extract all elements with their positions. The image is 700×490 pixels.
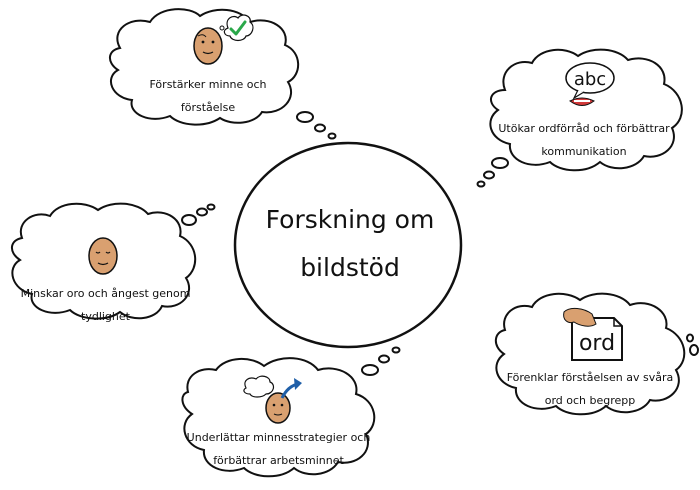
- center-title-line1: Forskning om: [265, 205, 435, 234]
- strategies-label-line2: förbättrar arbetsminnet: [213, 454, 344, 467]
- face-thought-arrow-icon: [243, 375, 302, 424]
- words-label-line2: ord och begrepp: [544, 394, 636, 407]
- cloud-vocab: [476, 48, 683, 188]
- center-title-line2: bildstöd: [300, 253, 400, 282]
- anxiety-label-line1: Minskar oro och ångest genom: [20, 287, 191, 300]
- vocab-label: Utökar ordförråd och förbättrar kommunik…: [494, 117, 674, 163]
- memory-label: Förstärker minne och förståelse: [128, 73, 288, 119]
- words-label-line1: Förenklar förståelsen av svåra: [506, 371, 674, 384]
- abc-text: abc: [574, 69, 606, 90]
- face-thought-check-icon: [193, 14, 254, 65]
- vocab-label-line2: kommunikation: [541, 145, 627, 158]
- anxiety-label-line2: tydlighet: [81, 310, 130, 323]
- ord-text: ord: [579, 331, 615, 356]
- anxiety-label: Minskar oro och ångest genom tydlighet: [18, 282, 193, 328]
- strategies-label: Underlättar minnesstrategier och förbätt…: [186, 426, 371, 472]
- word-card-icon: ord: [563, 307, 623, 361]
- cloud-memory: [109, 8, 337, 140]
- memory-label-line1: Förstärker minne och: [149, 78, 267, 91]
- center-bubble: [233, 141, 463, 349]
- words-label: Förenklar förståelsen av svåra ord och b…: [500, 366, 680, 412]
- center-title: Forskning om bildstöd: [240, 196, 460, 292]
- vocab-label-line1: Utökar ordförråd och förbättrar: [498, 122, 670, 135]
- memory-label-line2: förståelse: [180, 101, 236, 114]
- calm-face-icon: [88, 237, 118, 275]
- abc-speech-icon: abc: [565, 62, 615, 106]
- strategies-label-line1: Underlättar minnesstrategier och: [186, 431, 371, 444]
